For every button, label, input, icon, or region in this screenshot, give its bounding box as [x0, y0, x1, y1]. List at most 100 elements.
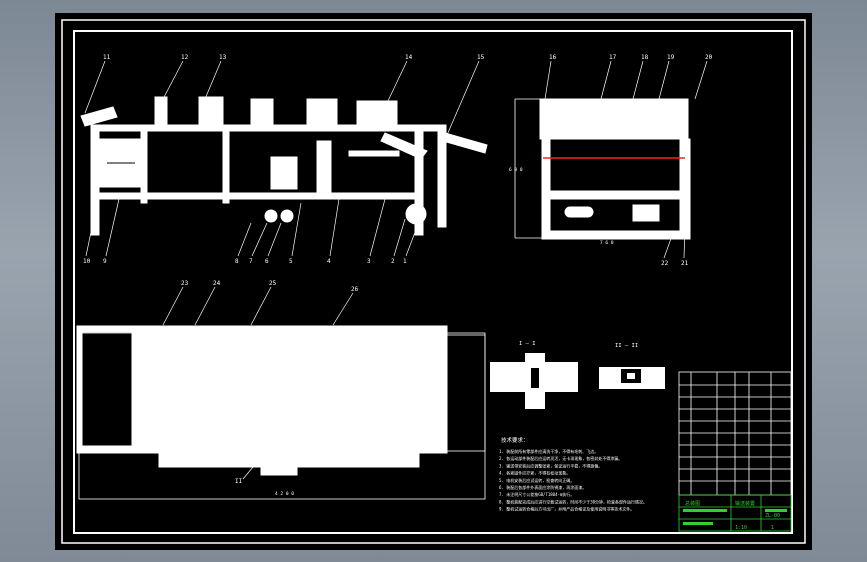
notes-line: 4. 各紧固件应拧紧，不得有松动现象。 — [499, 470, 570, 476]
title-drawing-no: ZL-00 — [765, 513, 780, 519]
callout-top-17: 17 — [609, 54, 617, 61]
callout-top-12: 12 — [181, 54, 189, 61]
front-post-2 — [222, 130, 230, 204]
leader-line — [632, 60, 644, 100]
side-top-block — [539, 98, 689, 140]
callout-plan-23: 23 — [181, 280, 189, 287]
front-upright-a — [154, 96, 168, 126]
leader-line — [204, 60, 222, 100]
front-hatching — [107, 142, 215, 174]
plan-left-opening — [82, 332, 132, 446]
leader-line — [446, 60, 480, 136]
side-cross-member — [541, 190, 691, 200]
notes-line: 3. 输送带安装后应调整张紧，保证运行平稳，不得跑偏。 — [499, 462, 602, 468]
callout-bottom-2: 2 — [391, 258, 395, 265]
section-a — [490, 353, 578, 409]
parts-list — [678, 371, 792, 496]
front-right-leg — [414, 130, 424, 236]
callout-bottom-8: 8 — [235, 258, 239, 265]
leader-line — [194, 286, 216, 326]
front-view — [80, 96, 488, 236]
notes-heading: 技术要求： — [501, 436, 529, 444]
title-block — [678, 494, 792, 532]
callout-bottom-10: 10 — [83, 258, 91, 265]
callout-top-18: 18 — [641, 54, 649, 61]
leader-line — [386, 60, 408, 104]
callout-top-19: 19 — [667, 54, 675, 61]
front-gearbox — [270, 156, 298, 190]
leader-line — [369, 198, 386, 257]
callout-top-13: 13 — [219, 54, 227, 61]
side-motor — [564, 206, 594, 218]
front-left-leg — [90, 124, 100, 236]
leader-line — [267, 222, 282, 257]
plan-bottom-block — [260, 466, 298, 476]
leader-line — [658, 60, 670, 100]
leader-line — [683, 224, 686, 259]
plan-marker: II — [235, 478, 243, 485]
plan-bottom-strip — [158, 452, 420, 468]
callout-top-14: 14 — [405, 54, 413, 61]
callout-bottom-5: 5 — [289, 258, 293, 265]
side-base — [541, 230, 691, 240]
callout-plan-24: 24 — [213, 280, 221, 287]
callout-plan-26: 26 — [351, 286, 359, 293]
title-company: 总装图 — [685, 500, 700, 507]
front-wheel — [405, 203, 427, 225]
front-right-post — [437, 124, 447, 228]
title-sheet: 1 — [771, 525, 774, 531]
leader-line — [291, 202, 302, 257]
callout-top-15: 15 — [477, 54, 485, 61]
side-left-leg — [541, 138, 551, 240]
callout-side-21: 21 — [681, 260, 689, 267]
front-upright-e — [356, 100, 398, 126]
section-b-label: II — II — [615, 343, 638, 349]
plan-body — [76, 325, 448, 454]
leader-line — [600, 60, 612, 100]
dim-side: 7 6 0 — [600, 240, 614, 246]
front-right-chute — [442, 132, 488, 154]
callout-top-16: 16 — [549, 54, 557, 61]
callout-top-20: 20 — [705, 54, 713, 61]
leader-line — [250, 286, 272, 326]
side-view — [539, 98, 691, 240]
front-left-chute — [80, 106, 118, 127]
notes-line: 5. 电机安装后应试运转，检查转向正确。 — [499, 477, 574, 483]
front-arm — [348, 150, 400, 157]
notes-line: 1. 装配前所有零部件应清洗干净，不得有毛刺、飞边。 — [499, 448, 598, 454]
leader-line — [329, 198, 340, 257]
front-incline — [380, 132, 428, 160]
callout-bottom-9: 9 — [103, 258, 107, 265]
notes-line: 7. 未注明尺寸公差按GB/T1804-m执行。 — [499, 491, 574, 497]
front-caster-b — [280, 209, 294, 223]
dim-plan-height: 6 0 0 — [509, 167, 523, 173]
front-upright-b — [198, 96, 224, 126]
callout-side-22: 22 — [661, 260, 669, 267]
notes-line: 6. 装配后各部件外表面应涂防锈漆，再涂面漆。 — [499, 484, 586, 490]
leader-line — [405, 226, 418, 257]
notes-line: 9. 整机试运转合格后方可出厂，并附产品合格证及使用说明书等技术文件。 — [499, 506, 634, 512]
callout-bottom-1: 1 — [403, 258, 407, 265]
front-upright-c — [250, 98, 274, 126]
front-column — [316, 140, 332, 200]
dim-front: 1520 — [167, 195, 178, 201]
callout-top-11: 11 — [103, 54, 111, 61]
leader-line — [162, 60, 184, 100]
callout-bottom-4: 4 — [327, 258, 331, 265]
title-part-name: 输送装置 — [735, 500, 755, 507]
leader-line — [663, 232, 674, 259]
leader-line — [251, 222, 268, 257]
leader-line — [85, 212, 96, 257]
title-scale: 1:10 — [735, 525, 747, 531]
leader-line — [332, 292, 354, 326]
leader-line — [694, 60, 708, 100]
side-box — [632, 204, 660, 222]
callout-bottom-6: 6 — [265, 258, 269, 265]
leader-line — [544, 60, 552, 100]
side-right-leg — [679, 138, 691, 240]
section-a-label: I — I — [519, 341, 536, 347]
outer-frame — [61, 19, 806, 544]
plan-view — [76, 325, 448, 476]
